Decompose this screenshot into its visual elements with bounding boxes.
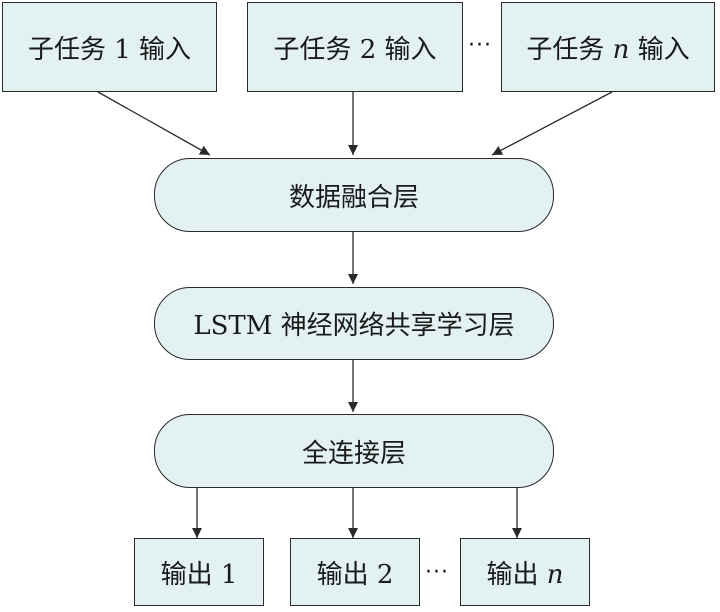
fc-layer-label: 全连接层 — [301, 438, 406, 469]
input-box-1: 子任务 1 输入 — [2, 2, 217, 92]
fc-layer: 全连接层 — [154, 414, 554, 488]
arrow-inputn-to-fusion — [491, 91, 613, 156]
input-ellipsis: ··· — [468, 33, 492, 58]
output-n-label: 输出 n — [486, 559, 564, 590]
input-2-label: 子任务 2 输入 — [273, 34, 437, 65]
input-box-n: 子任务 n 输入 — [501, 2, 715, 92]
input-n-label: 子任务 n 输入 — [526, 34, 690, 65]
output-box-1: 输出 1 — [134, 538, 264, 606]
output-2-label: 输出 2 — [316, 559, 394, 590]
arrow-input1-to-fusion — [97, 91, 211, 156]
input-box-2: 子任务 2 输入 — [247, 2, 463, 92]
output-1-label: 输出 1 — [160, 559, 238, 590]
input-1-label: 子任务 1 输入 — [27, 34, 192, 65]
lstm-layer: LSTM 神经网络共享学习层 — [154, 287, 554, 360]
fusion-layer: 数据融合层 — [154, 158, 554, 232]
output-box-2: 输出 2 — [290, 538, 420, 606]
fusion-layer-label: 数据融合层 — [288, 182, 419, 213]
output-ellipsis: ··· — [425, 560, 449, 585]
lstm-layer-label: LSTM 神经网络共享学习层 — [193, 311, 515, 341]
output-box-n: 输出 n — [460, 538, 590, 606]
